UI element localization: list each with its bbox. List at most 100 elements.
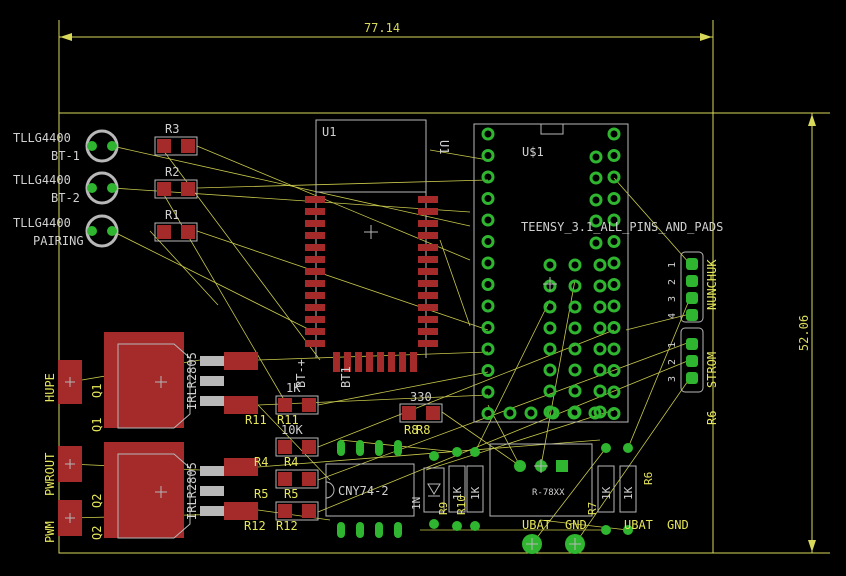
gnd-left-label: GND [565, 518, 587, 532]
r9-name: R9 [437, 502, 450, 515]
r8-value: 330 [410, 390, 432, 404]
resistor-r8[interactable]: 330 R8 R8 [399, 390, 443, 437]
teensy-pin [589, 171, 603, 185]
u1-pad [305, 316, 325, 323]
r8-name-2: R8 [416, 423, 430, 437]
diode-d1[interactable]: 1N [410, 451, 445, 529]
u1-pad [418, 292, 438, 299]
hupe-pad[interactable] [58, 360, 82, 404]
r7-name: R7 [586, 502, 599, 515]
airwire [111, 230, 311, 331]
led-pairing-value: TLLG4400 [13, 216, 71, 230]
airwire [531, 447, 607, 545]
resistor-r12[interactable]: R12 R12 [244, 501, 319, 533]
r4-name: R4 [254, 455, 268, 469]
optocoupler-value: CNY74-2 [338, 484, 389, 498]
r11-name-2: R11 [277, 413, 299, 427]
q1-name-2: Q1 [90, 418, 104, 432]
power-connector-left[interactable]: UBAT GND UBAT GND [522, 518, 689, 554]
resistor-r1[interactable]: R1 [154, 208, 198, 242]
r8-name: R8 [404, 423, 418, 437]
mosfet-q1[interactable]: IRLR2805 Q1 Q1 [90, 332, 258, 432]
u1-pad [305, 208, 325, 215]
u1-pad [305, 196, 325, 203]
teensy-pin [568, 363, 582, 377]
teensy-pin [607, 364, 621, 377]
airwire [257, 404, 331, 481]
airwire [317, 329, 615, 448]
teensy-pin [593, 384, 607, 398]
teensy-pin [543, 300, 557, 314]
led-bt1-value: TLLG4400 [13, 131, 71, 145]
resistor-r6[interactable]: 1K R6 [619, 443, 655, 535]
teensy-pin [607, 192, 621, 205]
led-pairing[interactable]: TLLG4400 PAIRING [13, 214, 119, 248]
strom-pin-2: 2 [667, 359, 678, 365]
optocoupler-pin [394, 522, 402, 538]
teensy-pin [593, 279, 607, 293]
pwrout-label: PWROUT [43, 453, 57, 496]
resistor-r7[interactable]: 1K R7 [586, 443, 615, 535]
airwire [196, 145, 471, 261]
q2-value: IRLR2805 [185, 462, 199, 520]
resistor-r5[interactable]: R5 R5 [254, 469, 319, 501]
resistor-r2-name: R2 [165, 165, 179, 179]
pwrout-pad[interactable] [58, 446, 82, 482]
airwire [627, 297, 691, 449]
resistor-r10[interactable]: 1K R10 [455, 447, 484, 531]
resistor-r3-name: R3 [165, 122, 179, 136]
resistor-r4[interactable]: 10K R4 R4 [254, 423, 319, 469]
airwire [111, 187, 471, 213]
teensy-pin [567, 406, 581, 420]
u1-module[interactable]: U1 U1 BT-+ BT1 [294, 119, 451, 388]
u1-pad [418, 280, 438, 287]
u1-name: U1 [322, 125, 336, 139]
teensy-pin [607, 213, 621, 227]
u1-pad [388, 352, 395, 372]
mosfet-q2[interactable]: IRLR2805 Q2 Q2 [90, 442, 258, 540]
teensy-pin [607, 407, 621, 420]
led-pairing-name: PAIRING [33, 234, 84, 248]
led-bt2-name: BT-2 [51, 191, 80, 205]
led-bt1-name: BT-1 [51, 149, 80, 163]
teensy-pin [568, 300, 582, 314]
resistor-r9[interactable]: 1K R9 [437, 447, 466, 531]
teensy-pin [481, 213, 495, 227]
r4-name-2: R4 [284, 455, 298, 469]
teensy-board[interactable]: U$1 TEENSY_3.1_ALL_PINS_AND_PADS [473, 123, 723, 423]
teensy-pin [607, 127, 621, 141]
teensy-pin [543, 384, 557, 398]
connector-nunchuk[interactable]: 1 2 3 4 NUNCHUK [667, 251, 719, 323]
regulator-r78xx[interactable]: R-78XX [489, 443, 593, 517]
resistor-r2[interactable]: R2 [154, 165, 198, 199]
led-bt1[interactable]: TLLG4400 BT-1 [13, 129, 119, 163]
u1-pad [355, 352, 362, 372]
r12-name-2: R12 [276, 519, 298, 533]
u1-pad [305, 220, 325, 227]
teensy-pin [481, 342, 495, 356]
teensy-pin [543, 258, 557, 272]
teensy-pin [481, 364, 495, 377]
u1-pad [305, 304, 325, 311]
optocoupler-pin [356, 522, 364, 538]
optocoupler-cny74[interactable]: CNY74-2 [325, 440, 415, 538]
optocoupler-pin [375, 522, 383, 538]
connector-strom[interactable]: 1 2 3 STROM [667, 327, 719, 393]
strom-pin-1: 1 [667, 342, 678, 348]
teensy-name: U$1 [522, 145, 544, 159]
resistor-r11[interactable]: 1K R11 R11 [245, 381, 319, 427]
nunchuk-pin-1: 1 [667, 262, 678, 268]
pwm-pad[interactable] [58, 500, 82, 536]
r7-value: 1K [600, 486, 613, 500]
airwire [539, 519, 629, 531]
ubat-left-label: UBAT [522, 518, 551, 532]
teensy-pin [503, 406, 517, 420]
resistor-r3[interactable]: R3 [154, 122, 198, 156]
teensy-pin [588, 406, 602, 420]
optocoupler-pin [394, 440, 402, 456]
dimension-arrows [60, 33, 816, 552]
teensy-pin [543, 342, 557, 356]
led-bt2[interactable]: TLLG4400 BT-2 [13, 171, 119, 205]
u1-bt-label: BT-+ [294, 359, 308, 388]
